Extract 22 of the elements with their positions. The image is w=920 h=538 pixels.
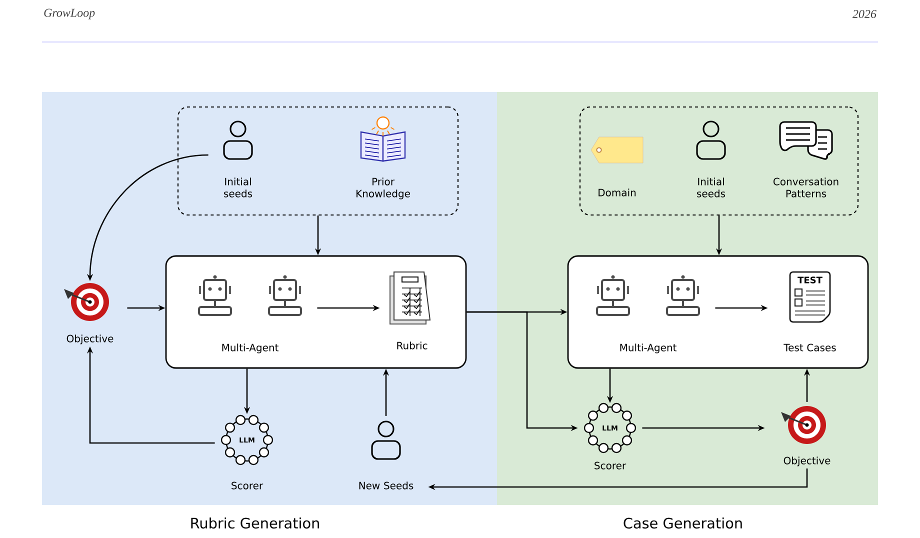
icon-caption: Test Cases [784,344,836,352]
icon-caption: Multi-Agent [222,344,278,354]
panel-title: Case Generation [624,517,742,529]
icon-caption: Conversation Patterns [774,178,838,198]
icon-caption: Domain [598,188,636,196]
icon-caption: Scorer [594,462,626,470]
icon-caption: Initial seeds [697,178,726,198]
icon-caption: Initial seeds [224,178,252,198]
icon-caption: Objective [784,456,830,466]
icon-caption: Rubric [397,342,428,350]
process-box [165,255,467,369]
icon-caption: Multi-Agent [620,344,676,354]
panel-title: Rubric Generation [191,517,319,529]
icon-caption: New Seeds [359,482,414,490]
icon-caption: Prior Knowledge [356,178,410,200]
dashed-group-box [579,106,859,216]
running-header: GrowLoop [44,8,95,20]
dashed-group-box [177,106,459,216]
running-header: 2026 [852,10,876,18]
icon-caption: Objective [66,334,114,344]
icon-caption: Scorer [232,482,264,490]
process-box [567,255,869,369]
